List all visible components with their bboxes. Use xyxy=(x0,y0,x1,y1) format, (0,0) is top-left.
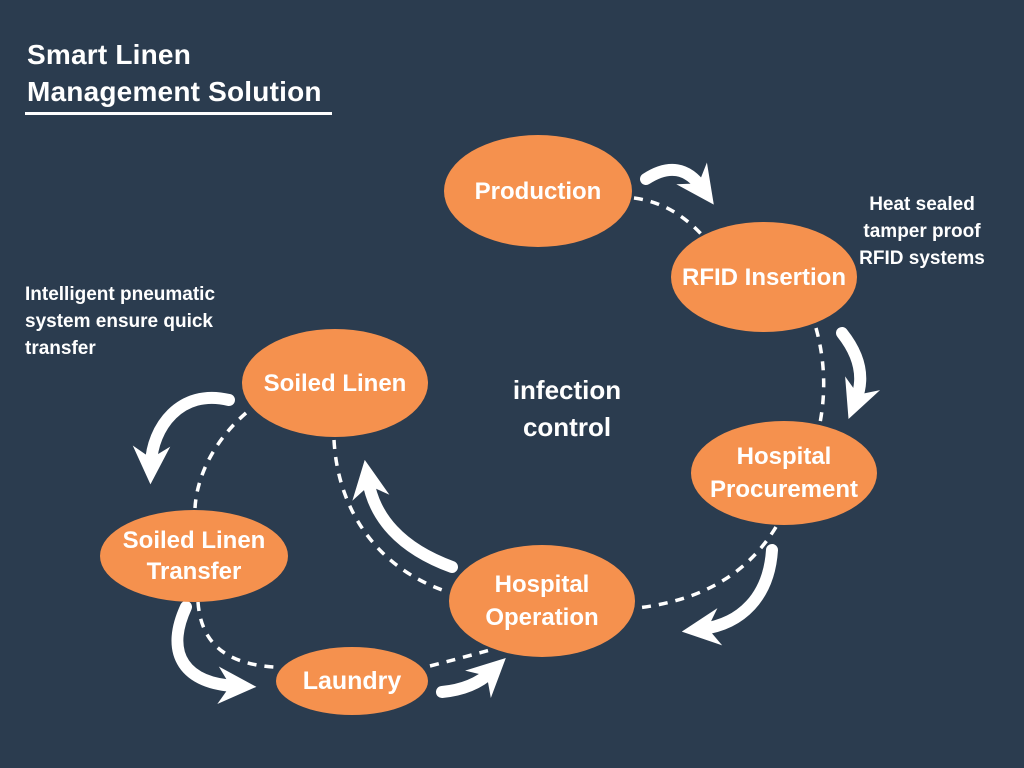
node-rfid-insertion: RFID Insertion xyxy=(671,222,857,332)
node-soiled-linen-label: Soiled Linen xyxy=(263,369,407,397)
arrow-procurement-to-operation-icon xyxy=(681,544,778,646)
node-production-label: Production xyxy=(474,177,602,205)
node-soiled-linen-transfer: Soiled Linen Transfer xyxy=(100,510,288,602)
page-title: Smart Linen Management Solution xyxy=(27,39,322,107)
arrow-soiledlinen-to-transfer-icon xyxy=(132,392,235,485)
arrow-laundry-to-operation-icon xyxy=(436,657,506,698)
dash-procurement-operation xyxy=(636,526,778,610)
arrow-transfer-to-laundry-icon xyxy=(171,601,257,705)
node-soiled-linen-transfer-label: Soiled Linen Transfer xyxy=(122,527,266,585)
node-production: Production xyxy=(444,135,632,247)
dash-transfer-laundry xyxy=(196,601,275,669)
arrow-operation-to-soiledlinen-icon xyxy=(352,459,458,573)
dash-production-rfid xyxy=(633,196,705,238)
node-laundry-label: Laundry xyxy=(302,666,402,695)
arrow-rfid-to-procurement-icon xyxy=(836,327,881,419)
dash-laundry-operation xyxy=(429,648,491,668)
node-laundry: Laundry xyxy=(276,647,428,715)
node-hospital-procurement: Hospital Procurement xyxy=(691,421,877,525)
center-label-infection-control: infection control xyxy=(512,375,622,442)
node-hospital-operation: Hospital Operation xyxy=(449,545,635,657)
node-hospital-operation-label: Hospital Operation xyxy=(485,571,599,631)
node-hospital-procurement-label: Hospital Procurement xyxy=(709,443,859,503)
title-underline xyxy=(25,112,332,115)
note-pneumatic-system: Intelligent pneumatic system ensure quic… xyxy=(25,284,216,359)
node-soiled-linen: Soiled Linen xyxy=(242,329,428,437)
node-rfid-insertion-label: RFID Insertion xyxy=(681,263,846,291)
dash-operation-soiledlinen xyxy=(332,439,449,594)
note-rfid-systems: Heat sealed tamper proof RFID systems xyxy=(859,194,985,269)
dash-rfid-procurement xyxy=(814,327,826,424)
dash-soiledlinen-transfer xyxy=(193,411,248,509)
arrow-production-to-rfid-icon xyxy=(640,162,714,205)
